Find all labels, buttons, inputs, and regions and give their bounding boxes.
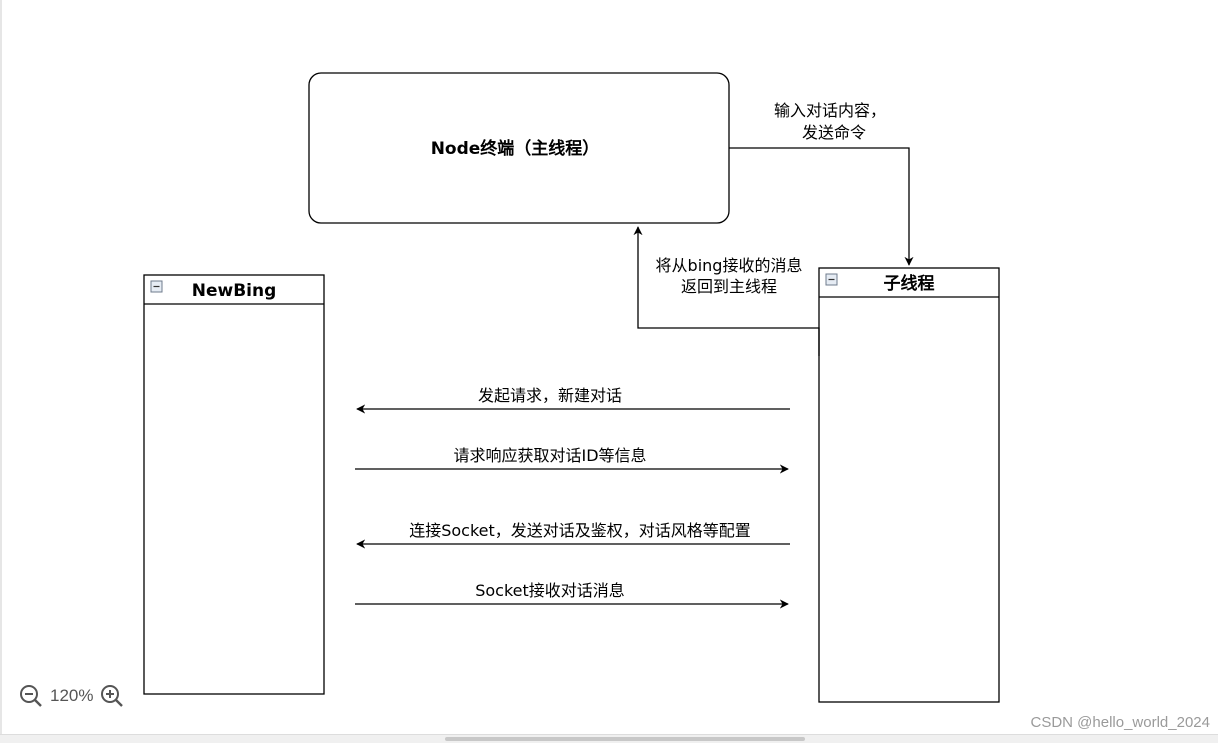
canvas-left-border xyxy=(0,0,2,742)
message-label: 请求响应获取对话ID等信息 xyxy=(453,446,646,465)
newbing-collapse-icon[interactable] xyxy=(150,280,163,293)
edge-input-command[interactable] xyxy=(729,147,914,266)
child-thread-container[interactable]: 子线程 xyxy=(818,267,1000,703)
zoom-control: 120% xyxy=(18,681,125,711)
child-thread-title: 子线程 xyxy=(884,273,935,294)
scrollbar-thumb[interactable] xyxy=(445,737,805,741)
edge-return-message[interactable] xyxy=(633,226,820,356)
main-thread-node[interactable]: Node终端（主线程） xyxy=(308,72,730,224)
zoom-level: 120% xyxy=(50,686,94,705)
newbing-container[interactable]: NewBing xyxy=(143,274,325,695)
edge-return-label-line2: 返回到主线程 xyxy=(681,277,777,296)
message-label: Socket接收对话消息 xyxy=(475,581,625,600)
zoom-out-icon[interactable] xyxy=(18,683,44,709)
watermark: CSDN @hello_world_2024 xyxy=(1030,714,1211,731)
newbing-title: NewBing xyxy=(192,281,277,301)
horizontal-scrollbar[interactable] xyxy=(0,734,1218,743)
main-thread-title: Node终端（主线程） xyxy=(431,138,600,159)
zoom-in-icon[interactable] xyxy=(99,683,125,709)
edge-return-label-line1: 将从bing接收的消息 xyxy=(656,256,803,275)
edge-input-label-line2: 发送命令 xyxy=(802,123,866,142)
child-thread-collapse-icon[interactable] xyxy=(825,273,838,286)
edge-input-label-line1: 输入对话内容， xyxy=(774,101,886,120)
message-label: 连接Socket，发送对话及鉴权，对话风格等配置 xyxy=(409,521,751,540)
message-label: 发起请求，新建对话 xyxy=(478,386,622,405)
